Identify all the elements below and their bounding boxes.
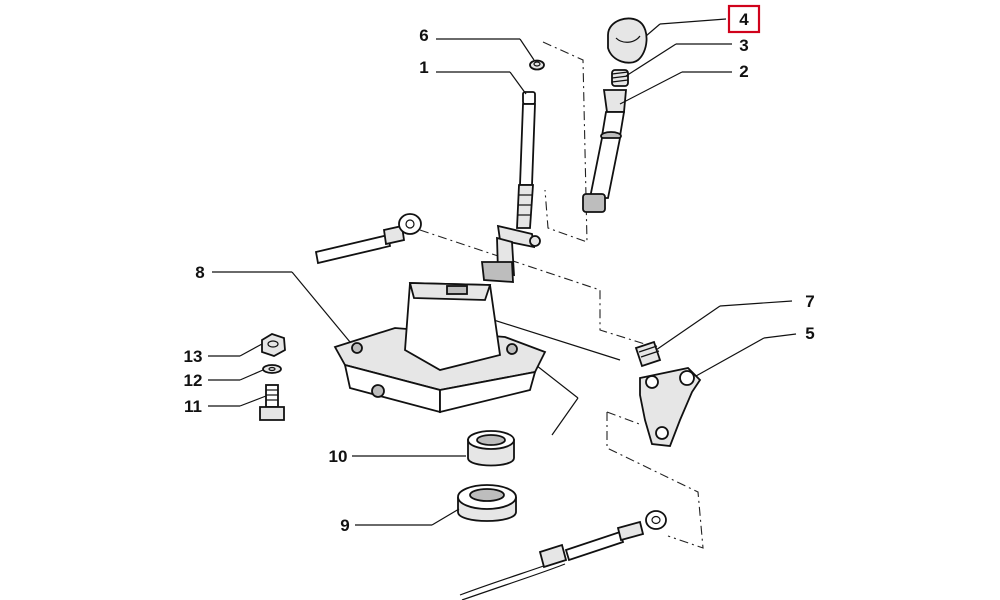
callout-labels: 6 1 4 3 2 8 7 5 13 12 11 10 9 [184,4,815,535]
dashed-link-bracket [606,411,643,426]
section-line-tail [551,397,579,436]
callout-9[interactable]: 9 [340,516,349,535]
section-line-lower [531,361,579,399]
callout-8[interactable]: 8 [195,263,204,282]
callout-6[interactable]: 6 [419,26,428,45]
part-spring-3[interactable] [611,69,629,87]
dashed-boundaries [419,41,704,549]
section-line-upper [477,314,621,361]
callout-5[interactable]: 5 [805,324,814,343]
part-gear-lever-1[interactable] [480,91,541,283]
part-washer-6[interactable] [529,59,545,71]
part-lever-housing-8[interactable] [333,282,547,414]
callout-3[interactable]: 3 [739,36,748,55]
callout-7[interactable]: 7 [805,292,814,311]
part-upper-cable-rod[interactable] [314,213,422,265]
part-bolt-11[interactable] [259,384,285,421]
part-nut-13[interactable] [261,333,286,357]
part-bushing-9[interactable] [457,484,517,522]
callout-12[interactable]: 12 [184,371,203,390]
part-bushing-10[interactable] [467,430,515,467]
callout-1[interactable]: 1 [419,58,428,77]
callout-13[interactable]: 13 [184,347,203,366]
dashed-box-knob-group [542,41,588,243]
part-knob-4[interactable] [607,17,648,64]
dashed-box-lower [606,412,704,549]
part-lower-cable[interactable] [459,510,667,600]
callout-4[interactable]: 4 [739,10,749,29]
dashed-link-upper [419,229,649,346]
part-spring-7[interactable] [634,340,662,368]
part-bracket-5[interactable] [639,367,702,447]
part-washer-12[interactable] [262,364,282,374]
callout-11[interactable]: 11 [184,397,202,416]
leader-lines [208,18,797,526]
callout-10[interactable]: 10 [329,447,348,466]
callout-4-highlight-box [727,4,761,34]
part-sleeve-2[interactable] [582,89,627,213]
callout-2[interactable]: 2 [739,62,748,81]
